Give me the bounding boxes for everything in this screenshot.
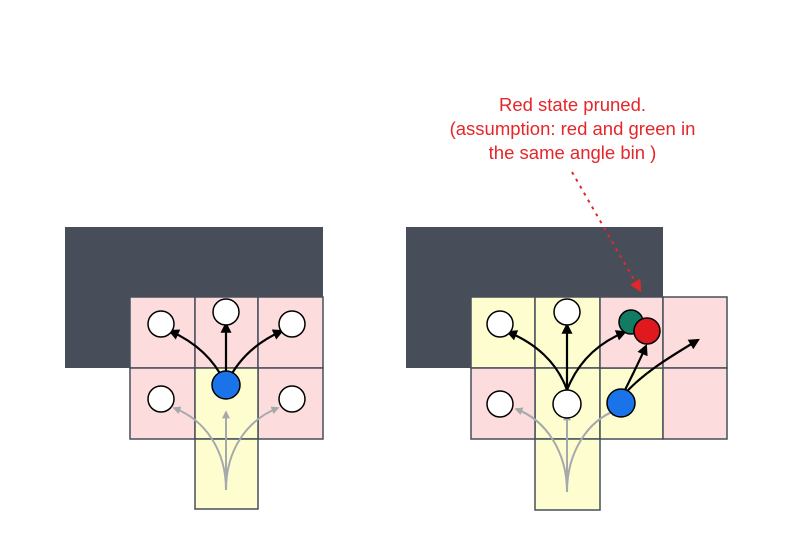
- obstacle-cell: [65, 227, 130, 297]
- annotation-line-2: (assumption: red and green in: [449, 118, 696, 139]
- visited-cell: [662, 367, 728, 440]
- right-obstacle-cells: [406, 227, 663, 368]
- left-panel: [65, 227, 324, 510]
- current-node: [211, 370, 241, 400]
- obstacle-cell: [195, 227, 258, 297]
- right-expansion-arrows-a: [505, 322, 628, 391]
- expansion-arrow: [505, 330, 569, 391]
- pruning-annotation: Red state pruned. (assumption: red and g…: [400, 93, 745, 165]
- expanded-node: [553, 298, 581, 326]
- obstacle-cell: [406, 227, 471, 297]
- expanded-node: [552, 389, 582, 419]
- expanded-node: [486, 310, 514, 338]
- pruned-node: [633, 317, 661, 345]
- obstacle-cell: [471, 227, 535, 297]
- expanded-node: [278, 310, 306, 338]
- expanded-node: [147, 385, 175, 413]
- history-arrow: [225, 406, 280, 491]
- obstacle-cell: [600, 227, 663, 297]
- obstacle-cell: [65, 297, 130, 368]
- history-arrow: [566, 408, 619, 493]
- expanded-node: [147, 310, 175, 338]
- expanded-node: [278, 385, 306, 413]
- expanded-node: [486, 390, 514, 418]
- expanded-node: [212, 298, 240, 326]
- annotation-pointer-arrow: [571, 171, 642, 293]
- obstacle-cell: [258, 227, 323, 297]
- left-obstacle-cells: [65, 227, 323, 368]
- obstacle-cell: [406, 297, 471, 368]
- annotation-line-1: Red state pruned.: [498, 94, 647, 115]
- expansion-arrow: [565, 330, 628, 391]
- right-nodes: [486, 298, 661, 419]
- left-history-arrows: [172, 406, 280, 491]
- right-history-arrows: [514, 407, 619, 493]
- current-node: [606, 388, 636, 418]
- obstacle-cell: [535, 227, 600, 297]
- left-nodes: [147, 298, 306, 413]
- visited-cell: [662, 296, 728, 369]
- right-panel: [406, 171, 728, 511]
- annotation-line-3: the same angle bin ): [488, 142, 657, 163]
- obstacle-cell: [130, 227, 195, 297]
